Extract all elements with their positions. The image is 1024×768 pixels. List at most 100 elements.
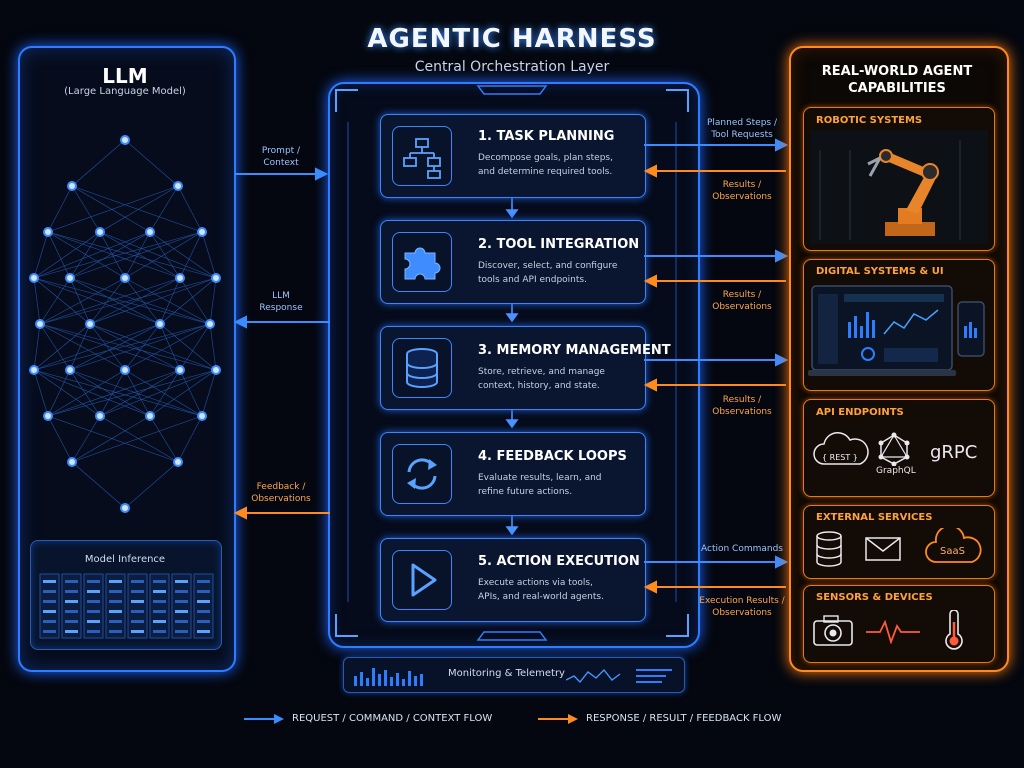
robotic-systems-title: ROBOTIC SYSTEMS bbox=[816, 115, 923, 126]
sensors-devices-title: SENSORS & DEVICES bbox=[816, 592, 933, 603]
orchestration-frame-decor bbox=[335, 85, 689, 641]
response-legend-label: RESPONSE / RESULT / FEEDBACK FLOW bbox=[586, 713, 782, 724]
network-node bbox=[175, 273, 185, 283]
digital-systems-title: DIGITAL SYSTEMS & UI bbox=[816, 266, 944, 277]
server-led bbox=[109, 580, 122, 583]
capabilities-title: REAL-WORLD AGENT CAPABILITIES bbox=[789, 63, 1005, 97]
results-observations-label-3: Results / Observations bbox=[697, 394, 787, 418]
grpc-label: gRPC bbox=[930, 442, 978, 463]
monitoring-label: Monitoring & Telemetry bbox=[448, 668, 565, 679]
telemetry-line-graphic bbox=[566, 668, 672, 684]
server-led bbox=[153, 630, 166, 633]
heartbeat-signal-icon bbox=[866, 619, 920, 644]
server-led bbox=[131, 580, 144, 583]
llm-subtitle: (Large Language Model) bbox=[64, 86, 186, 97]
network-node bbox=[211, 365, 221, 375]
results-observations-label-1: Results / Observations bbox=[697, 179, 787, 203]
server-led bbox=[197, 620, 210, 623]
card-desc-line: Execute actions via tools, bbox=[478, 578, 593, 588]
network-node bbox=[85, 319, 95, 329]
sensors-devices-card bbox=[803, 585, 995, 663]
flowchart-icon bbox=[392, 126, 452, 186]
feedback-observations-label: Feedback / Observations bbox=[236, 481, 326, 505]
card-desc-line: and determine required tools. bbox=[478, 167, 613, 177]
right-flow-arrows bbox=[644, 138, 789, 594]
server-led bbox=[87, 610, 100, 613]
graphql-label: GraphQL bbox=[876, 466, 916, 476]
model-inference-label: Model Inference bbox=[84, 554, 166, 565]
flow-label-line: Prompt / bbox=[261, 146, 301, 156]
flow-label-line: Tool Requests bbox=[711, 130, 773, 140]
server-unit bbox=[127, 573, 148, 639]
server-led bbox=[153, 610, 166, 613]
card-desc-line: refine future actions. bbox=[478, 487, 573, 497]
server-led bbox=[65, 610, 78, 613]
network-node bbox=[145, 227, 155, 237]
server-led bbox=[131, 620, 144, 623]
server-unit bbox=[149, 573, 170, 639]
server-unit bbox=[83, 573, 104, 639]
server-led bbox=[87, 580, 100, 583]
server-led bbox=[65, 590, 78, 593]
server-led bbox=[197, 630, 210, 633]
server-led bbox=[197, 580, 210, 583]
capabilities-title-line: CAPABILITIES bbox=[848, 81, 946, 96]
server-led bbox=[153, 600, 166, 603]
server-led bbox=[109, 630, 122, 633]
flow-label-line: LLM bbox=[272, 291, 290, 301]
server-led bbox=[87, 600, 100, 603]
server-led bbox=[43, 630, 56, 633]
puzzle-icon bbox=[392, 232, 452, 292]
network-node bbox=[67, 181, 77, 191]
network-node bbox=[29, 365, 39, 375]
server-led bbox=[197, 590, 210, 593]
results-observations-label-2: Results / Observations bbox=[697, 289, 787, 313]
network-node bbox=[120, 365, 130, 375]
database-icon bbox=[392, 338, 452, 398]
card-desc-line: Decompose goals, plan steps, bbox=[478, 153, 613, 163]
card-desc-line: tools and API endpoints. bbox=[478, 275, 587, 285]
server-led bbox=[87, 630, 100, 633]
neural-network-graphic bbox=[29, 135, 221, 513]
api-endpoints-title: API ENDPOINTS bbox=[816, 407, 904, 418]
robot-arm-icon bbox=[810, 130, 988, 244]
prompt-context-label: Prompt / Context bbox=[236, 145, 326, 169]
card-desc-line: Discover, select, and configure bbox=[478, 261, 618, 271]
server-led bbox=[109, 610, 122, 613]
network-node bbox=[95, 411, 105, 421]
api-endpoints-card bbox=[803, 399, 995, 497]
flow-label-line: Feedback / bbox=[256, 482, 306, 492]
page-title: AGENTIC HARNESS bbox=[367, 24, 657, 54]
server-led bbox=[43, 610, 56, 613]
graphql-icon bbox=[878, 432, 910, 466]
network-node bbox=[35, 319, 45, 329]
flow-label-line: Observations bbox=[712, 302, 772, 312]
flow-label-line: Planned Steps / bbox=[706, 118, 778, 128]
server-led bbox=[43, 590, 56, 593]
network-node bbox=[95, 227, 105, 237]
network-node bbox=[67, 457, 77, 467]
llm-title: LLM bbox=[102, 64, 148, 88]
flow-label-line: Observations bbox=[251, 494, 311, 504]
card-title: 3. MEMORY MANAGEMENT bbox=[478, 343, 671, 358]
network-node bbox=[65, 273, 75, 283]
saas-cloud-icon bbox=[925, 528, 982, 563]
card-title: 5. ACTION EXECUTION bbox=[478, 554, 640, 569]
network-node bbox=[197, 227, 207, 237]
server-led bbox=[43, 620, 56, 623]
network-node bbox=[43, 411, 53, 421]
server-led bbox=[43, 600, 56, 603]
server-rack-graphic bbox=[39, 573, 214, 639]
request-legend-arrow bbox=[244, 714, 284, 724]
external-services-card bbox=[803, 505, 995, 579]
flow-label-line: Results / bbox=[722, 180, 762, 190]
server-unit bbox=[39, 573, 60, 639]
server-led bbox=[175, 580, 188, 583]
page-subtitle: Central Orchestration Layer bbox=[414, 59, 610, 75]
server-unit bbox=[105, 573, 126, 639]
network-node bbox=[155, 319, 165, 329]
dashboard-devices-icon bbox=[808, 285, 985, 376]
network-node bbox=[173, 181, 183, 191]
network-node bbox=[29, 273, 39, 283]
play-icon bbox=[392, 550, 452, 610]
